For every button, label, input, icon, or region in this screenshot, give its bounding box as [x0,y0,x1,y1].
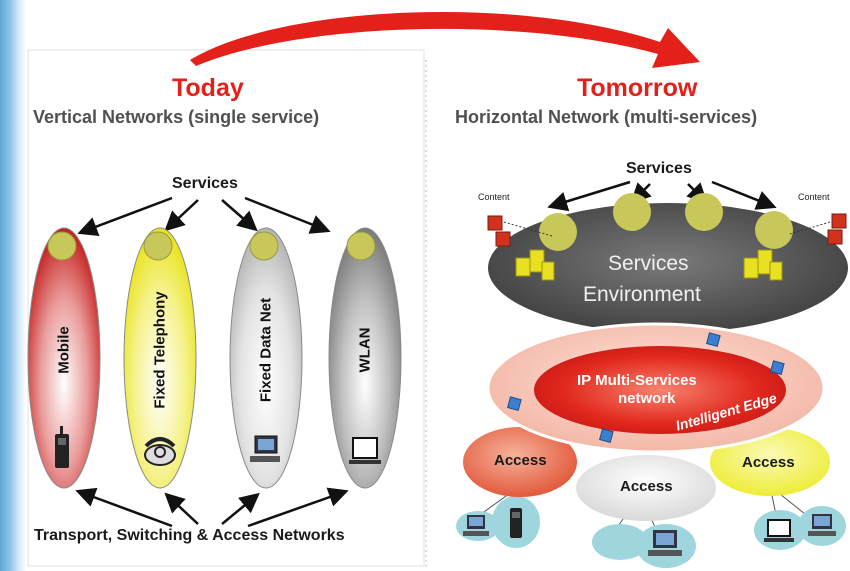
service-node [249,231,279,261]
mobile-phone-icon [510,508,522,538]
tomorrow-title: Tomorrow [577,74,698,102]
telephone-icon [144,437,176,466]
server-stack-icon [515,249,555,281]
mobile-phone-icon [55,426,69,468]
access-cloud-left [463,427,577,497]
computer-icon [808,514,836,536]
content-label-right: Content [798,192,830,202]
services-label-right: Services [626,160,692,177]
access-label-center: Access [620,478,673,495]
laptop-icon [349,437,381,464]
content-label-left: Content [478,192,510,202]
tomorrow-subtitle: Horizontal Network (multi-services) [455,107,758,127]
pillar-fixed-data-net [229,227,303,489]
content-cube-icon [487,215,511,247]
content-link [789,221,831,235]
computer-icon [648,530,682,556]
pillar-fixed-telephony [123,227,197,489]
service-node [755,211,793,249]
ip-network-label-line1: IP Multi-Services [577,372,697,389]
content-cube-icon [827,213,847,245]
service-node [539,213,577,251]
today-title: Today [172,74,244,102]
transport-arrows [75,487,349,528]
service-node [143,231,173,261]
pillar-wlan [328,227,402,489]
laptop-icon [764,519,794,542]
environment-label-line1: Services [608,252,689,275]
column-label-fixed-data-net: Fixed Data Net [257,297,275,403]
ip-multi-services-network [534,346,786,434]
transition-arrow [190,12,700,68]
service-node [346,231,376,261]
column-label-mobile: Mobile [55,326,73,374]
service-arrows-right [547,180,777,212]
device-bubble [592,524,648,560]
services-label-left: Services [172,175,238,192]
access-label-left: Access [494,452,547,469]
pillar-mobile [27,227,101,489]
service-node [685,193,723,231]
transport-footer: Transport, Switching & Access Networks [34,527,345,544]
service-node [47,231,77,261]
service-arrows [77,196,331,237]
access-cloud-center [576,455,716,521]
service-node [613,193,651,231]
ip-network-label-line2: network [618,390,676,407]
computer-icon [250,435,280,462]
environment-label-line2: Environment [583,283,701,306]
today-subtitle: Vertical Networks (single service) [33,107,320,127]
computer-icon [463,515,489,536]
server-stack-icon [743,249,783,281]
edge-router-icon [507,332,785,443]
access-label-right: Access [742,454,795,471]
column-label-wlan: WLAN [356,327,374,373]
content-link [503,221,553,237]
column-label-fixed-telephony: Fixed Telephony [151,291,169,409]
